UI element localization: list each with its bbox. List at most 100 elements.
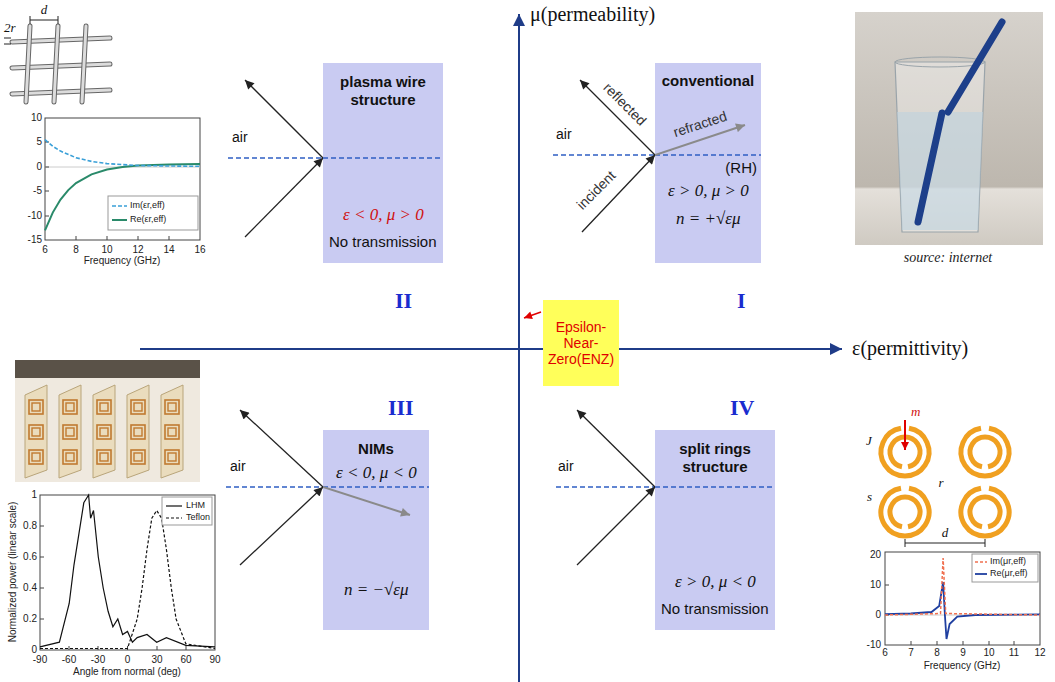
box-text: ε < 0, μ < 0 (336, 463, 417, 483)
box-text: No transmission (329, 233, 437, 251)
ray-arrow (240, 80, 655, 565)
quadrant-box: NIMs ε < 0, μ < 0 n = −√εμ (323, 430, 429, 630)
tick-label: -10 (867, 639, 881, 651)
tick-label: 0 (875, 609, 881, 621)
tick-label: 0 (31, 644, 37, 656)
dimension-label: J (866, 434, 872, 449)
tick-label: -15 (28, 234, 42, 246)
quadrant-number: I (737, 288, 746, 313)
ray-label: incident (573, 167, 619, 213)
tick-label: -10 (28, 210, 42, 222)
tick-label: -60 (62, 654, 76, 666)
tick-label: 0.2 (23, 613, 37, 625)
tick-label: 10 (870, 579, 881, 591)
tick-label: 8 (934, 647, 940, 659)
dimension-label: s (867, 490, 872, 505)
legend-text: Im(εr,eff) (130, 200, 165, 210)
legend-text: Teflon (186, 512, 210, 522)
box-text: (RH) (725, 159, 757, 177)
medium-label: air (556, 126, 572, 142)
dimension-label: r (938, 476, 943, 491)
quadrant-number: IV (730, 395, 754, 420)
dimension-label: d (41, 3, 48, 18)
tick-label: -30 (91, 654, 105, 666)
tick-label: 5 (36, 136, 42, 148)
quadrant-box: plasma wire structure ε < 0, μ > 0 No tran… (323, 63, 443, 263)
tick-label: 0.4 (23, 582, 37, 594)
tick-label: 11 (1009, 647, 1019, 659)
tick-label: 12 (132, 244, 143, 256)
legend-text: Im(μr,eff) (990, 556, 1026, 566)
tick-label: -5 (33, 185, 42, 197)
dimension-label: d (942, 526, 949, 541)
interface-line (323, 430, 429, 630)
interface-line (655, 154, 761, 156)
refracted-ray (323, 487, 410, 515)
box-text: ε > 0, μ < 0 (675, 572, 756, 592)
axis-label: ε(permittivity) (852, 337, 968, 360)
split-rings (881, 420, 1009, 547)
medium-label: air (558, 458, 574, 474)
legend-text: Re(μr,eff) (990, 568, 1028, 578)
tick-label: 0 (36, 161, 42, 173)
quadrant-number: III (388, 395, 414, 420)
ray-label: reflected (600, 79, 649, 128)
tick-label: 30 (151, 654, 162, 666)
legend-text: LHM (186, 500, 205, 510)
box-text: ε > 0, μ > 0 (668, 181, 749, 201)
tick-label: 12 (1034, 647, 1045, 659)
interface-line (323, 157, 443, 159)
glass-photo (855, 12, 1043, 245)
annotation-box: Epsilon-Near-Zero(ENZ) (543, 300, 619, 386)
box-title: NIMs (328, 440, 424, 458)
tick-label: Angle from normal (deg) (73, 666, 181, 678)
tick-label: 6 (882, 647, 888, 659)
tick-label: 20 (870, 549, 881, 561)
tick-label: Frequency (GHz) (84, 255, 161, 267)
tick-label: 10 (983, 647, 994, 659)
tick-label: -90 (33, 654, 47, 666)
srr-boards-photo (15, 360, 200, 482)
permittivity-chart (45, 118, 200, 240)
tick-label: 6 (42, 244, 48, 256)
quadrant-box: split rings structure ε > 0, μ < 0 No tran… (655, 430, 775, 630)
box-title: split rings structure (660, 440, 770, 476)
power-chart (40, 495, 215, 650)
tick-label: 1 (31, 489, 37, 501)
tick-label: Frequency (GHz) (924, 660, 1001, 672)
wire-mesh (4, 16, 110, 102)
box-text: n = +√εμ (676, 209, 741, 229)
box-text: No transmission (661, 600, 769, 618)
tick-label: 90 (209, 654, 220, 666)
tick-label: 7 (908, 647, 914, 659)
tick-label: Normalized power (linear scale) (7, 502, 19, 643)
axes (140, 14, 842, 682)
interface-line (323, 486, 429, 488)
box-text: ε < 0, μ > 0 (343, 205, 424, 225)
tick-label: 9 (960, 647, 966, 659)
source-note: source: internet (904, 250, 993, 266)
medium-label: air (232, 129, 248, 145)
medium-label: air (230, 458, 246, 474)
dimension-label: m (911, 405, 920, 420)
tick-label: 14 (163, 244, 174, 256)
interface-line (655, 486, 775, 488)
box-title: conventional (660, 72, 756, 90)
box-title: plasma wire structure (328, 73, 438, 109)
tick-label: 60 (180, 654, 191, 666)
tick-label: 0.6 (23, 551, 37, 563)
axis-label: μ(permeability) (530, 3, 655, 26)
tick-label: 10 (31, 112, 42, 124)
annotation-text: Epsilon-Near-Zero(ENZ) (547, 319, 615, 367)
tick-label: 0 (125, 654, 131, 666)
permeability-chart (885, 552, 1040, 645)
quadrant-number: II (395, 288, 412, 313)
tick-label: 10 (101, 244, 112, 256)
tick-label: 16 (194, 244, 205, 256)
legend-text: Re(εr,eff) (130, 214, 166, 224)
quadrant-box: conventional (RH) ε > 0, μ > 0 n = +√εμ (655, 63, 761, 263)
box-text: n = −√εμ (344, 580, 409, 600)
pointer-arrow (524, 312, 541, 318)
tick-label: 0.8 (23, 520, 37, 532)
